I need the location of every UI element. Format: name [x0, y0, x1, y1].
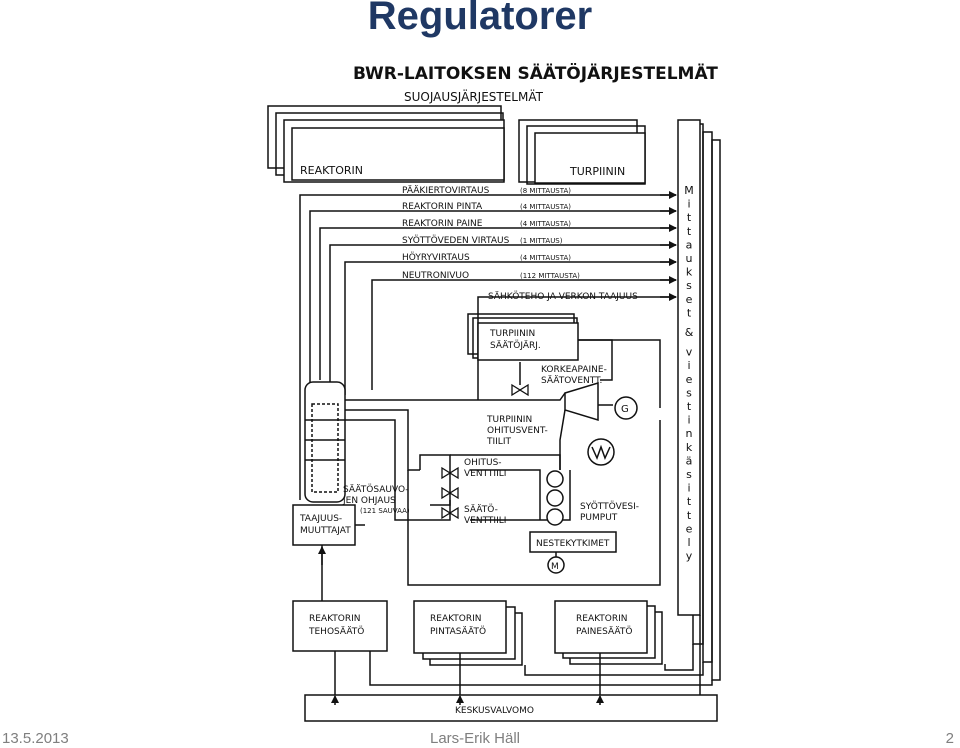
measurement-count: (4 MITTAUSTA): [520, 203, 571, 211]
measurement-count: (1 MITTAUS): [520, 237, 563, 245]
control-room-label: KESKUSVALVOMO: [455, 706, 534, 716]
footer-date: 13.5.2013: [2, 730, 69, 747]
power-control-label: REAKTORIN TEHOSÄÄTÖ: [308, 614, 364, 637]
footer-page-number: 2: [945, 730, 954, 747]
measurement-label: REAKTORIN PAINE: [402, 219, 483, 229]
level-switches-label: NESTEKYTKIMET: [536, 539, 610, 549]
measurement-label: PÄÄKIERTOVIRTAUS: [402, 185, 490, 196]
feed-pumps-label: SYÖTTÖVESI- PUMPUT: [580, 501, 642, 523]
control-valve-label: SÄÄTÖ- VENTTIILI: [464, 504, 506, 526]
measurement-count: (112 MITTAUSTA): [520, 272, 580, 280]
reactor-box-label: REAKTORIN: [300, 164, 363, 177]
power-frequency-label: SÄHKÖTEHO JA VERKON TAAJUUS: [488, 291, 638, 302]
bypass-valves-label: TURPIININ OHITUSVENT- TIILIT: [486, 415, 551, 447]
pressure-control-label: REAKTORIN PAINESÄÄTÖ: [576, 614, 632, 637]
level-control-label: REAKTORIN PINTASÄÄTÖ: [430, 614, 486, 637]
footer-author: Lars-Erik Häll: [430, 730, 521, 747]
rod-control-label: SÄÄTÖSAUVO- JEN OHJAUS: [342, 484, 411, 506]
turbine-control-label: TURPIININ SÄÄTÖJÄRJ.: [489, 329, 541, 351]
hp-valve-label: KORKEAPAINE- SÄÄTOVENTT.: [541, 365, 610, 386]
measurement-count: (4 MITTAUSTA): [520, 220, 571, 228]
measurement-label: REAKTORIN PINTA: [402, 202, 483, 212]
rod-count-label: (121 SAUVAA): [360, 507, 410, 515]
measurement-label: NEUTRONIVUO: [402, 271, 469, 281]
diagram-title: BWR-LAITOKSEN SÄÄTÖJÄRJESTELMÄT: [353, 62, 718, 84]
measurement-label: HÖYRYVIRTAUS: [402, 252, 470, 263]
generator-label: G: [621, 404, 629, 415]
measurement-label: SYÖTTÖVEDEN VIRTAUS: [402, 235, 510, 246]
slide-title: Regulatorer: [367, 0, 593, 38]
bypass-valve-label: OHITUS- VENTTIILI: [464, 458, 506, 479]
measurement-count: (8 MITTAUSTA): [520, 187, 571, 195]
turbine-box-label: TURPIININ: [569, 165, 625, 178]
diagram-subtitle: SUOJAUSJÄRJESTELMÄT: [404, 89, 544, 104]
frequency-converters-label: TAAJUUS- MUUTTAJAT: [299, 514, 351, 536]
motor-label: M: [551, 562, 559, 572]
measurement-count: (4 MITTAUSTA): [520, 254, 571, 262]
